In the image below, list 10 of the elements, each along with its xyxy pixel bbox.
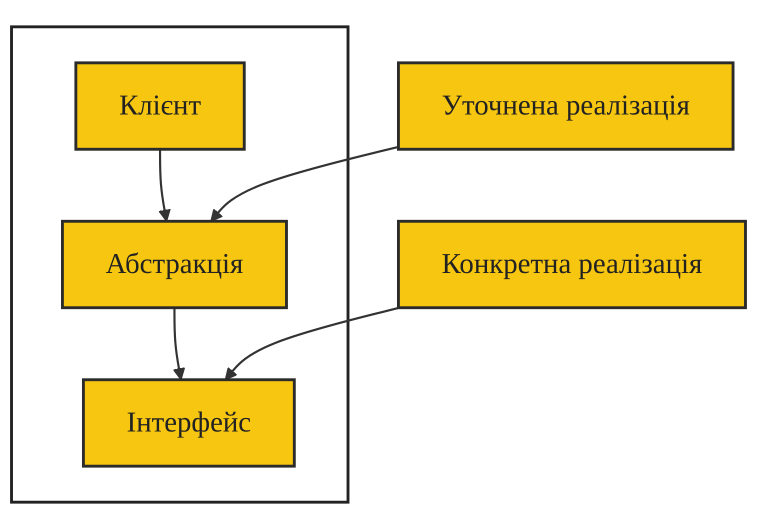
node-box: Інтерфейс (82, 378, 296, 468)
arrow (172, 308, 186, 380)
node-box: Уточнена реалізація (397, 61, 734, 151)
arrow (210, 146, 399, 222)
node-box: Абстракція (61, 220, 288, 310)
arrow (158, 149, 171, 222)
node-box: Клієнт (74, 61, 246, 151)
arrow (224, 306, 400, 380)
node-box: Конкретна реалізація (397, 220, 747, 310)
cluster (10, 25, 350, 504)
